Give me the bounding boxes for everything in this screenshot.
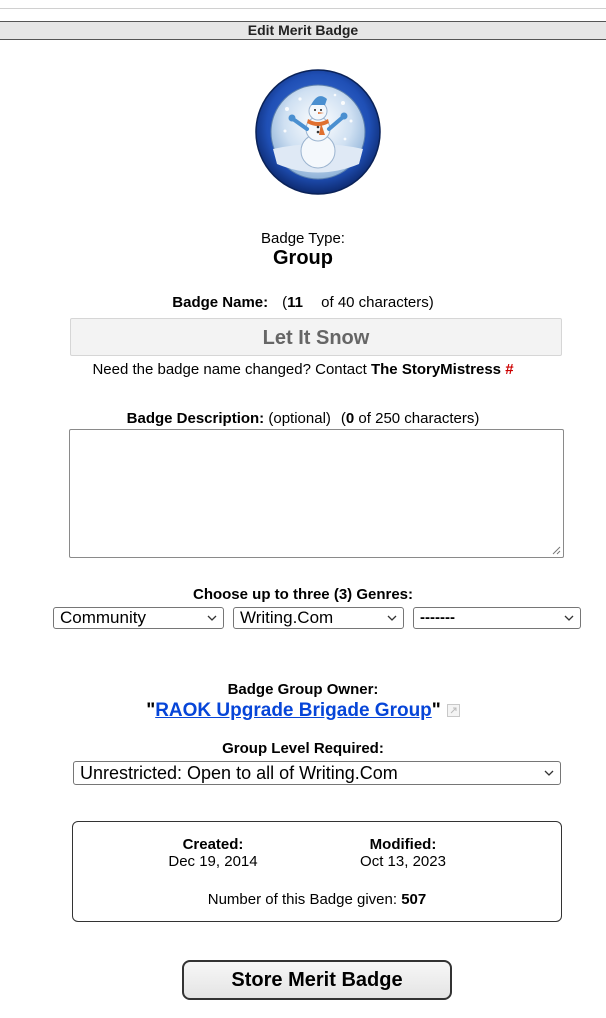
genre-select-2-value: Writing.Com bbox=[240, 608, 334, 627]
modified-value: Oct 13, 2023 bbox=[360, 853, 446, 870]
badge-description-count-rest: of 250 characters) bbox=[358, 410, 480, 427]
chevron-down-icon bbox=[387, 615, 397, 621]
modified-label: Modified: bbox=[369, 836, 437, 853]
badge-owner-value: "RAOK Upgrade Brigade Group" bbox=[0, 700, 606, 722]
badge-description-label: Badge Description: bbox=[126, 410, 265, 427]
group-level-title: Group Level Required: bbox=[222, 740, 384, 757]
external-link-icon[interactable] bbox=[446, 704, 460, 718]
created-value: Dec 19, 2014 bbox=[168, 853, 258, 870]
badge-name-field: Let It Snow bbox=[70, 318, 562, 356]
given-value: 507 bbox=[401, 891, 427, 908]
genre-select-1-value: Community bbox=[60, 608, 146, 627]
badge-description-optional: (optional) bbox=[268, 410, 331, 427]
badge-given-count: Number of this Badge given: 507 bbox=[73, 891, 561, 908]
modified-column: Modified: Oct 13, 2023 bbox=[343, 836, 463, 870]
badge-type-value: Group bbox=[273, 247, 333, 269]
name-change-contact: Need the badge name changed? Contact The… bbox=[0, 361, 606, 378]
genres-title: Choose up to three (3) Genres: bbox=[192, 586, 414, 603]
created-label: Created: bbox=[182, 836, 244, 853]
badge-description-textarea[interactable] bbox=[69, 429, 564, 558]
created-column: Created: Dec 19, 2014 bbox=[153, 836, 273, 870]
badge-name-label: Badge Name: bbox=[172, 294, 269, 311]
group-level-select[interactable]: Unrestricted: Open to all of Writing.Com bbox=[73, 761, 561, 785]
badge-name-count-rest: of 40 characters) bbox=[321, 294, 434, 311]
chevron-down-icon bbox=[207, 615, 217, 621]
badge-type-label: Badge Type: bbox=[261, 230, 345, 247]
badge-name-row: Badge Name:(11 of 40 characters) bbox=[172, 294, 434, 311]
given-label: Number of this Badge given: bbox=[207, 891, 398, 908]
owner-link[interactable]: RAOK Upgrade Brigade Group bbox=[155, 700, 432, 721]
chevron-down-icon bbox=[544, 770, 554, 776]
badge-description-count: 0 bbox=[345, 410, 355, 427]
genre-select-3[interactable]: ------- bbox=[413, 607, 581, 629]
badge-name-count: 11 bbox=[287, 294, 303, 311]
badge-description-row: Badge Description: (optional)(0 of 250 c… bbox=[126, 410, 480, 427]
group-level-value: Unrestricted: Open to all of Writing.Com bbox=[80, 763, 398, 783]
resize-grip-icon[interactable] bbox=[551, 545, 561, 555]
badge-info-box: Created: Dec 19, 2014 Modified: Oct 13, … bbox=[72, 821, 562, 922]
store-merit-badge-button[interactable]: Store Merit Badge bbox=[182, 960, 452, 1000]
page-title: Edit Merit Badge bbox=[0, 21, 606, 40]
top-divider bbox=[0, 0, 606, 9]
snowman-badge-icon bbox=[255, 69, 381, 195]
genre-select-1[interactable]: Community bbox=[53, 607, 224, 629]
genre-select-2[interactable]: Writing.Com bbox=[233, 607, 404, 629]
chevron-down-icon bbox=[564, 615, 574, 621]
badge-owner-title: Badge Group Owner: bbox=[227, 681, 379, 698]
contact-hash-link[interactable]: # bbox=[505, 361, 514, 378]
genre-select-3-value: ------- bbox=[420, 609, 455, 626]
contact-name: The StoryMistress bbox=[370, 361, 502, 378]
contact-text: Need the badge name changed? Contact bbox=[92, 361, 367, 378]
